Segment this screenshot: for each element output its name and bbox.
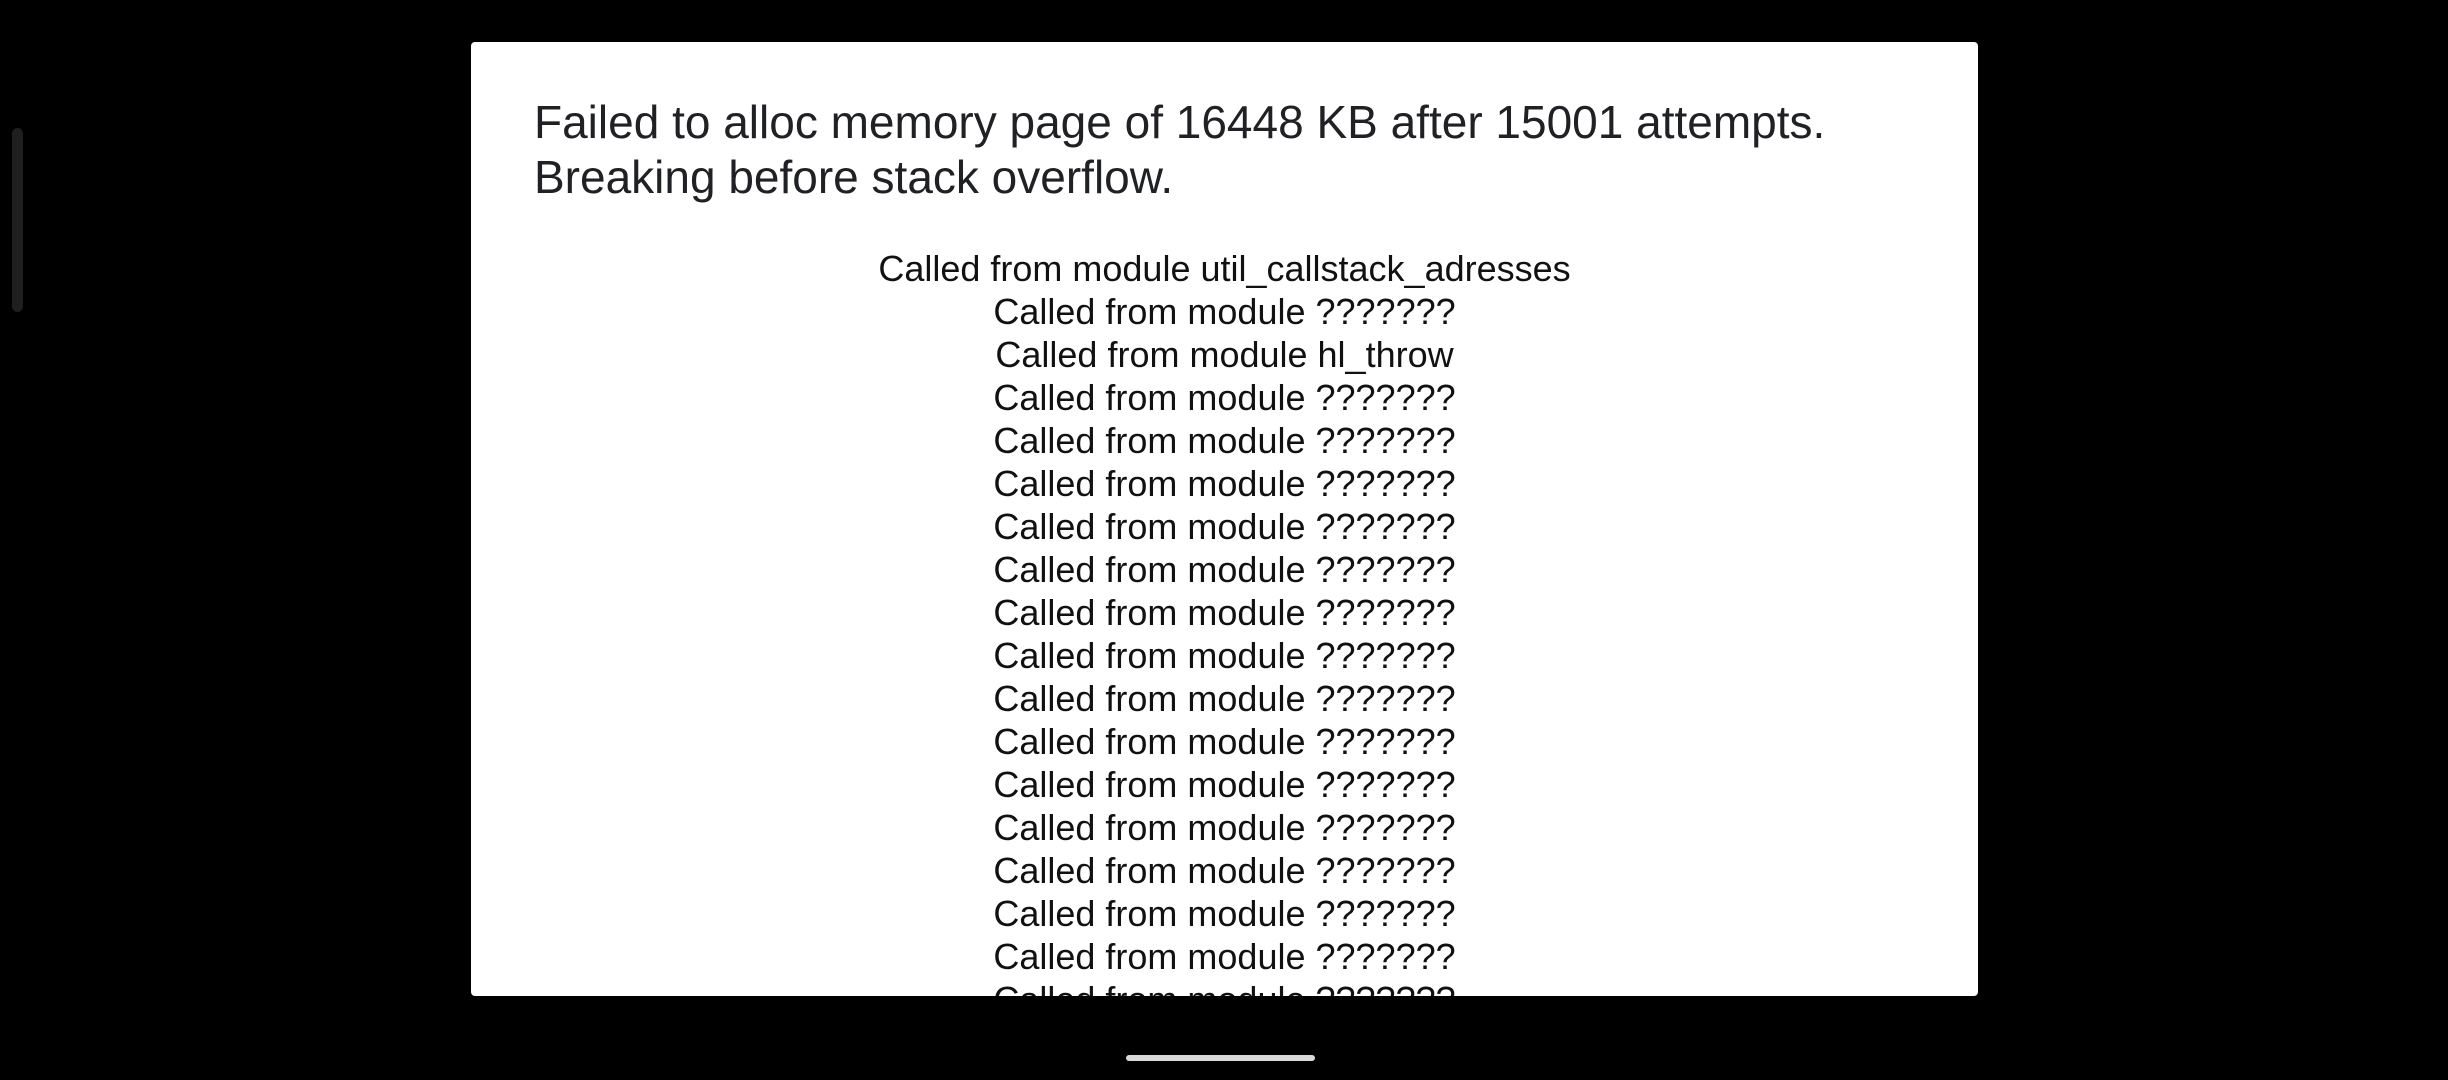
trace-line: Called from module ??????? [993,893,1456,934]
trace-line: Called from module ??????? [993,420,1456,461]
trace-line: Called from module ??????? [993,807,1456,848]
trace-line: Called from module ??????? [993,635,1456,676]
trace-line: Called from module ??????? [993,764,1456,805]
home-indicator[interactable] [1126,1055,1315,1061]
trace-line: Called from module ??????? [993,549,1456,590]
error-dialog: Failed to alloc memory page of 16448 KB … [471,42,1978,996]
edge-handle[interactable] [12,128,23,312]
error-title: Failed to alloc memory page of 16448 KB … [534,96,1826,203]
trace-line: Called from module ??????? [993,291,1456,332]
trace-line: Called from module ??????? [993,377,1456,418]
trace-line: Called from module ??????? [534,978,1915,996]
trace-line: Called from module ??????? [993,678,1456,719]
trace-line: Called from module ??????? [993,463,1456,504]
trace-line: Called from module ??????? [993,592,1456,633]
trace-line: Called from module ??????? [993,850,1456,891]
trace-line: Called from module ??????? [993,506,1456,547]
trace-line: Called from module util_callstack_adress… [878,248,1571,289]
call-stack-trace[interactable]: Called from module util_callstack_adress… [534,247,1915,996]
trace-line: Called from module ??????? [993,721,1456,762]
trace-line: Called from module hl_throw [995,334,1454,375]
trace-line: Called from module ??????? [993,936,1456,977]
